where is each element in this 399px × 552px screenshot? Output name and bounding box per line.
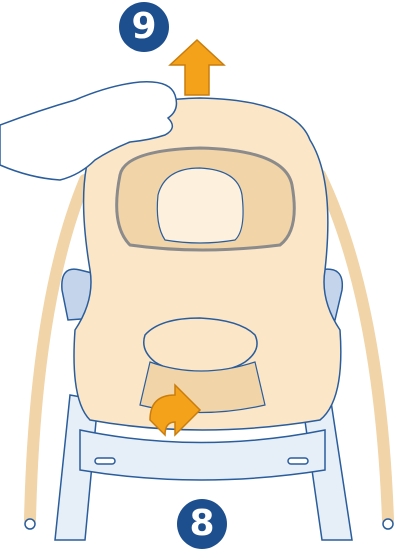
curved-arrow [149,383,202,437]
front-crossbar [79,429,326,481]
left-strap-end [24,518,36,530]
hand [0,81,178,181]
left-slot [94,457,116,465]
right-strap-end [382,518,394,530]
seat-straps [24,169,394,530]
left-strap [24,174,91,526]
right-slot [287,457,309,465]
seat-cover [73,97,342,431]
hand-illustration [0,81,178,181]
headrest-pad [156,167,244,244]
buckle-pad [143,317,258,373]
right-strap [314,169,394,526]
step-9-badge: 9 [119,2,169,52]
up-arrow [168,38,226,96]
step-8-badge: 8 [177,499,227,549]
